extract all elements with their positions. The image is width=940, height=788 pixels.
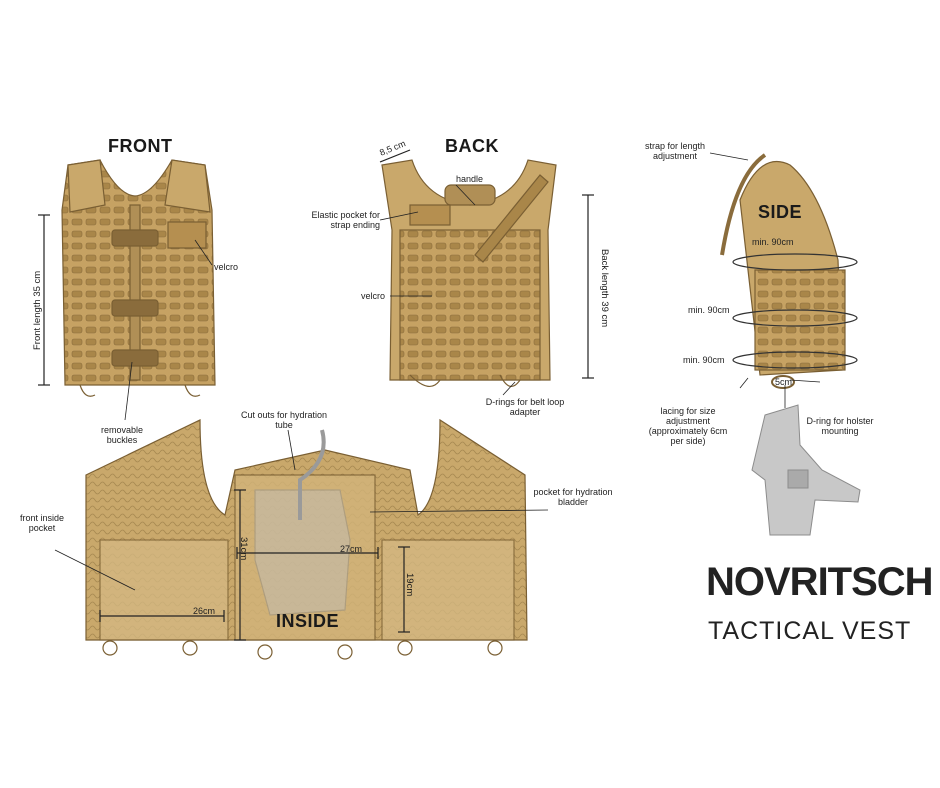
inside-title: INSIDE xyxy=(276,611,340,631)
brand-logo: NOVRITSCH xyxy=(706,560,934,604)
removable-buckles-label: removable buckles xyxy=(100,425,144,445)
five-cm-label: 5cm xyxy=(775,377,793,387)
front-inside-pocket-label: front inside pocket xyxy=(19,513,65,533)
side-title: SIDE xyxy=(758,202,803,222)
dim-31-label: 31cm xyxy=(238,537,249,561)
front-title: FRONT xyxy=(108,136,173,156)
velcro-front-label: velcro xyxy=(214,262,239,272)
dim-19-label: 19cm xyxy=(404,573,415,597)
side-vest xyxy=(720,153,858,389)
dim-27-label: 27cm xyxy=(340,544,363,554)
min90-a-label: min. 90cm xyxy=(752,237,794,247)
front-vest xyxy=(61,159,216,397)
dim-26-label: 26cm xyxy=(193,606,216,616)
d-rings-label: D-rings for belt loop adapter xyxy=(485,397,565,417)
dimension-lines xyxy=(38,149,594,641)
handle-label: handle xyxy=(456,174,484,184)
elastic-pocket-label: Elastic pocket for strap ending xyxy=(311,210,380,230)
inside-vest xyxy=(85,418,528,660)
d-ring-holster-label: D-ring for holster mounting xyxy=(806,416,874,436)
min90-b-label: min. 90cm xyxy=(688,305,730,315)
brand-subtitle: TACTICAL VEST xyxy=(708,617,912,645)
leader-lines xyxy=(54,152,821,591)
holster xyxy=(751,404,861,536)
back-vest xyxy=(381,159,557,387)
pocket-bladder-label: pocket for hydration bladder xyxy=(533,487,613,507)
cut-outs-label: Cut outs for hydration tube xyxy=(240,410,328,430)
strap-adjust-label: strap for length adjustment xyxy=(644,141,706,161)
lacing-label: lacing for size adjustment (approximatel… xyxy=(648,406,728,446)
back-length-label: Back length 39 cm xyxy=(599,249,610,328)
velcro-back-label: velcro xyxy=(361,291,386,301)
front-length-label: Front length 35 cm xyxy=(32,270,43,350)
back-title: BACK xyxy=(445,136,499,156)
min90-c-label: min. 90cm xyxy=(683,355,725,365)
